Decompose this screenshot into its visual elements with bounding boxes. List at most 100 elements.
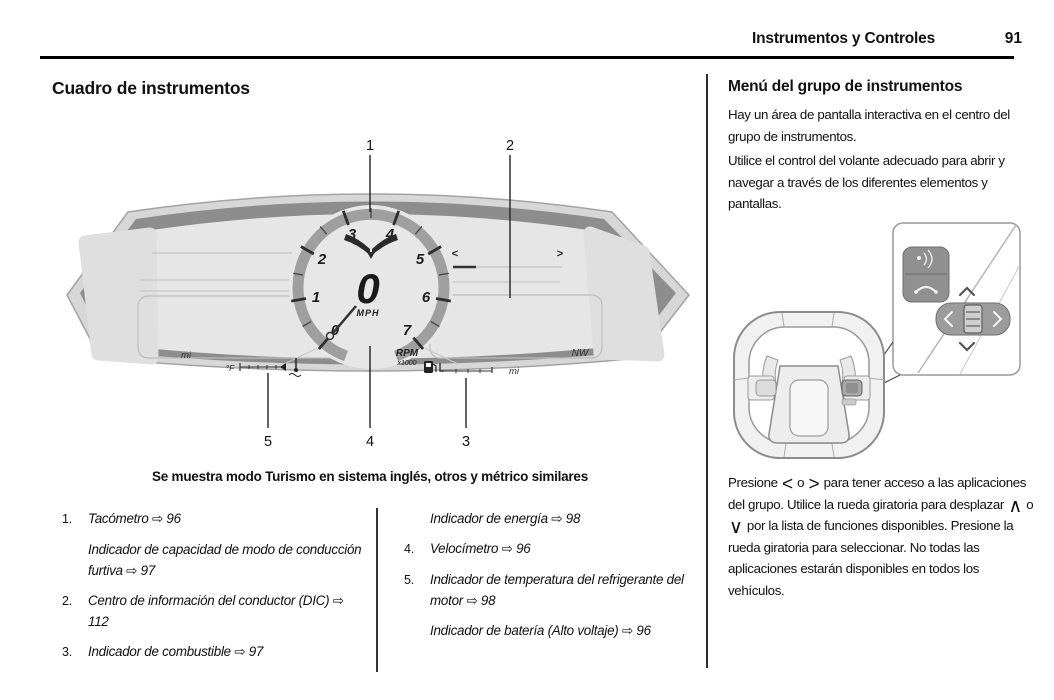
trim-line [419,345,459,365]
legend-item: 2. Centro de información del conductor (… [62,590,362,632]
legend-item-text: Velocímetro ⇨ 96 [430,541,531,556]
scroll-wheel [963,304,983,334]
legend: 1. Tacómetro ⇨ 96 Indicador de capacidad… [62,508,696,672]
tach-number-1: 1 [312,289,320,306]
legend-item-number: 5. [404,573,414,587]
left-control-switch [755,379,777,397]
chevron-right-icon [993,311,1003,327]
callout-5-label: 5 [264,434,272,450]
tach-number-2: 2 [317,251,327,268]
chevron-left-icon [943,311,953,327]
hub-pad [789,379,829,437]
legend-item: Indicador de batería (Alto voltaje) ⇨ 96 [404,620,696,641]
tach-major-ticks [290,210,452,350]
speed-unit: MPH [357,308,380,318]
trim-line [283,345,323,365]
chevron-down-icon [958,341,976,352]
fuel-pump-icon [424,361,437,373]
cluster-left-arrow: < [452,248,458,260]
voice-phone-button-pod [902,246,950,303]
legend-item-number [62,539,88,581]
callout-1-label: 1 [366,138,374,154]
callout-3-label: 3 [462,434,470,450]
voice-command-icon [917,249,933,269]
legend-item: 5. Indicador de temperatura del refriger… [404,569,696,611]
odometer-unit: mi [181,350,192,361]
legend-item-text: Indicador de capacidad de modo de conduc… [88,542,362,578]
fuel-gauge: mi [424,361,520,377]
compass-heading: NW [572,348,590,359]
legend-item-number: 4. [404,542,414,556]
tach-number-3: 3 [348,226,357,243]
p3-text: o [793,475,808,490]
page-number: 91 [1004,30,1022,47]
section-title: Instrumentos y Controles [752,30,935,47]
column-divider [706,74,708,668]
tachometer: 0 1 2 3 4 5 6 7 0 MPH RPM x1000 [289,205,453,369]
rocker-control [935,302,1011,336]
legend-column-left: 1. Tacómetro ⇨ 96 Indicador de capacidad… [62,508,378,672]
legend-item: Indicador de energía ⇨ 98 [404,508,696,529]
coolant-temp-gauge: °F [226,358,302,377]
figure-caption: Se muestra modo Turismo en sistema inglé… [152,469,588,484]
left-chevron-glyph: < [782,474,793,495]
steering-wheel [733,311,885,459]
tach-number-4: 4 [385,226,395,243]
legend-item: Indicador de capacidad de modo de conduc… [62,539,362,581]
sidebar-paragraph-2: Utilice el control del volante adecuado … [728,153,1005,211]
sidebar-paragraph-3: Presione < o > para tener acceso a las a… [728,472,1035,601]
corvette-flags-icon [344,234,398,259]
p3-text: por la lista de funciones disponibles. P… [728,518,1014,598]
p3-text: o [1022,496,1034,512]
page-title: Cuadro de instrumentos [52,78,250,98]
legend-item-text: Tacómetro ⇨ 96 [88,511,181,526]
legend-item-text: Indicador de energía ⇨ 98 [430,511,581,526]
p3-text: para tener acceso a las aplicaciones del… [728,475,1027,512]
speed-value: 0 [356,265,379,312]
legend-item-number: 2. [62,594,72,608]
tachometer-needle [325,305,357,341]
chevron-up-icon [958,286,976,297]
coolant-temp-icon [288,358,302,377]
legend-column-right: Indicador de energía ⇨ 98 4. Velocímetro… [378,508,696,672]
legend-item-text: Indicador de temperatura del refrigerant… [430,572,684,608]
rpm-multiplier: x1000 [396,360,416,367]
tach-face [289,205,453,369]
legend-item: 4. Velocímetro ⇨ 96 [404,538,696,560]
legend-item-number [404,508,430,529]
rim-seams [733,312,885,458]
legend-item-text: Centro de información del conductor (DIC… [88,593,344,629]
instrument-cluster-diagram: mi °F < > NW mi [66,138,690,450]
legend-item: 1. Tacómetro ⇨ 96 [62,508,362,530]
cluster-right-end-panel [583,226,665,362]
tach-number-7: 7 [403,322,412,339]
cluster-right-arrow: > [557,248,563,260]
right-control-switch [841,379,863,406]
fuel-range-unit: mi [509,366,520,377]
up-chevron-glyph: ∧ [1008,495,1022,517]
inset-trim-line [917,224,1017,374]
phone-icon [914,285,938,294]
callout-2-label: 2 [506,138,514,154]
legend-item-text: Indicador de batería (Alto voltaje) ⇨ 96 [430,623,651,638]
tach-number-6: 6 [422,289,431,306]
steering-wheel-illustration [733,222,1021,459]
legend-item-number: 1. [62,512,72,526]
right-chevron-glyph: > [808,474,820,495]
tach-minor-ticks [293,208,449,328]
temp-unit-label: °F [226,363,235,373]
callouts: 1 2 5 4 3 [264,138,514,450]
tach-number-5: 5 [416,251,425,268]
sidebar-paragraph-1: Hay un área de pantalla interactiva en e… [728,107,1010,144]
down-chevron-glyph: ∨ [729,517,743,538]
rpm-label: RPM [396,348,419,359]
callout-4-label: 4 [366,434,374,450]
temp-pointer [280,363,286,371]
legend-item: 3. Indicador de combustible ⇨ 97 [62,641,362,663]
legend-item-number: 3. [62,645,72,659]
legend-item-number [404,620,430,641]
cluster-left-end-panel [78,227,159,365]
p3-text: Presione [728,475,782,490]
sidebar-title: Menú del grupo de instrumentos [728,78,963,95]
header-rule [40,56,1014,59]
